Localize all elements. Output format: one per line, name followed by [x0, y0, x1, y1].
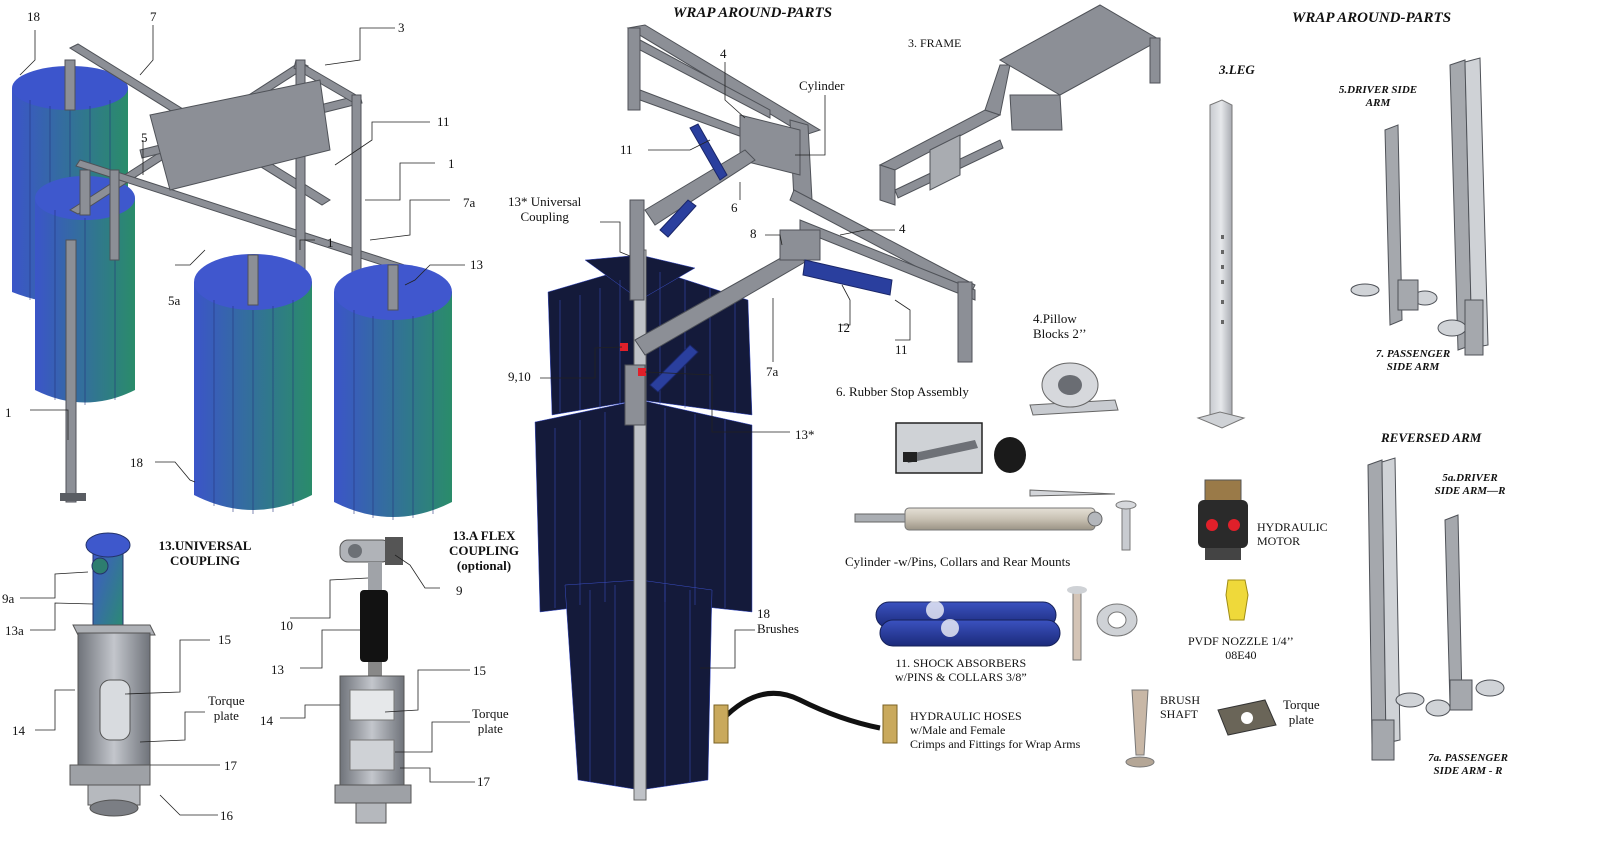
callout-9a: 9a: [2, 591, 15, 606]
reversed-arm-title: REVERSED ARM: [1381, 430, 1482, 445]
center-assembly-drawing: [534, 24, 976, 801]
center-callout-11-right: 11: [895, 342, 908, 357]
center-callout-11-left: 11: [620, 142, 633, 157]
callout-1-upper: 1: [448, 156, 455, 171]
leg-drawing: [1196, 99, 1246, 429]
callout-18-top: 18: [27, 9, 40, 24]
leg-title: 3.LEG: [1219, 62, 1255, 77]
rubber-stop-label: 6. Rubber Stop Assembly: [836, 384, 969, 399]
cylinder-label: Cylinder -w/Pins, Collars and Rear Mount…: [845, 554, 1071, 569]
callout-11: 11: [437, 114, 450, 129]
rubber-stop-part: [895, 422, 1026, 474]
center-callout-6: 6: [731, 200, 738, 215]
flex-coupling-drawing: [280, 537, 475, 824]
small-parts-drawing: [713, 362, 1277, 768]
center-title: WRAP AROUND-PARTS: [673, 5, 833, 21]
callout-5: 5: [141, 130, 148, 145]
coupling-callout-17: 17: [224, 758, 237, 773]
center-callout-4-right: 4: [899, 221, 906, 236]
universal-coupling-drawing: [20, 532, 220, 817]
coupling-callout-14: 14: [12, 723, 25, 738]
shock-absorbers-part: [875, 586, 1138, 661]
torque-plate-part: [1217, 699, 1277, 736]
center-callout-cylinder: Cylinder: [799, 78, 845, 93]
center-callout-12: 12: [837, 320, 850, 335]
pillow-block-part: [1029, 362, 1119, 416]
callout-7: 7: [150, 9, 157, 24]
center-callout-9-10: 9,10: [508, 369, 531, 384]
flex-callout-17: 17: [477, 774, 490, 789]
callout-1-lower: 1: [5, 405, 12, 420]
pvdf-nozzle-label: PVDF NOZZLE 1/4’’08E40: [1188, 634, 1294, 662]
flex-callout-13: 13: [271, 662, 284, 677]
right-arms-drawing: [1350, 57, 1505, 761]
right-title: WRAP AROUND-PARTS: [1292, 10, 1452, 26]
cylinder-part: [854, 500, 1137, 551]
callout-1-middle: 1: [327, 235, 334, 250]
center-callout-4-top: 4: [720, 46, 727, 61]
callout-7a: 7a: [463, 195, 476, 210]
center-callout-13-star: 13*: [795, 427, 815, 442]
flex-callout-14: 14: [260, 713, 273, 728]
flex-callout-10: 10: [280, 618, 293, 633]
callout-13a: 13a: [5, 623, 24, 638]
callout-5a: 5a: [168, 293, 181, 308]
coupling-callout-15: 15: [218, 632, 231, 647]
callout-13: 13: [470, 257, 483, 272]
brush-shaft-part: [1125, 689, 1155, 768]
callout-3: 3: [398, 20, 405, 35]
hydraulic-hoses-part: [713, 690, 898, 744]
callout-18-bottom: 18: [130, 455, 143, 470]
center-callout-7a: 7a: [766, 364, 779, 379]
flex-callout-15: 15: [473, 663, 486, 678]
center-callout-8: 8: [750, 226, 757, 241]
flex-callout-9: 9: [456, 583, 463, 598]
frame-label: 3. FRAME: [908, 36, 962, 50]
coupling-callout-16: 16: [220, 808, 233, 823]
frame-3-drawing: [878, 4, 1162, 206]
hydraulic-motor-part: [1198, 479, 1248, 560]
left-assembly-drawing: [12, 25, 465, 520]
